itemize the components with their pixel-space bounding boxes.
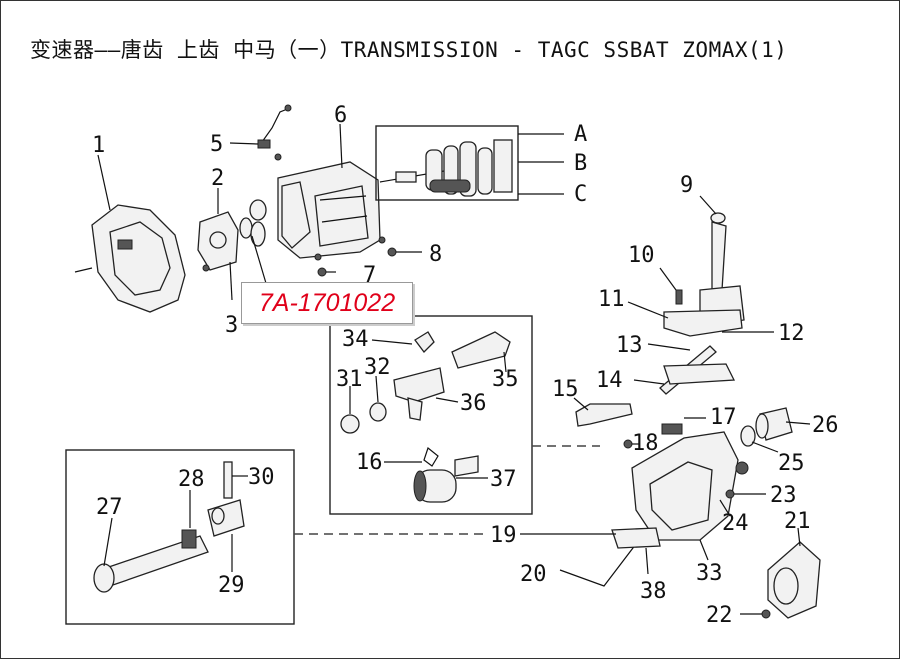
gear-shift-lever-assembly — [627, 195, 774, 395]
label-33: 33 — [696, 561, 723, 586]
label-36: 36 — [460, 391, 487, 416]
label-9: 9 — [680, 173, 693, 198]
label-14: 14 — [596, 368, 623, 393]
part-number-text: 7A-1701022 — [258, 289, 396, 317]
bolts-7-8 — [314, 236, 422, 277]
diagram-title: 变速器——唐齿 上齿 中马（一）TRANSMISSION - TAGC SSBA… — [30, 38, 788, 62]
label-35: 35 — [492, 367, 519, 392]
label-1: 1 — [92, 133, 105, 158]
label-22: 22 — [706, 603, 733, 628]
label-25: 25 — [778, 451, 805, 476]
label-21: 21 — [784, 509, 811, 534]
label-B: B — [574, 151, 587, 176]
label-13: 13 — [616, 333, 643, 358]
extension-housing-part — [631, 407, 811, 561]
speed-sensor-part — [229, 104, 292, 161]
transmission-case-part — [277, 123, 381, 259]
label-2: 2 — [211, 166, 224, 191]
label-27: 27 — [96, 495, 123, 520]
shift-fork-assembly — [329, 315, 533, 515]
label-10: 10 — [628, 243, 655, 268]
label-17: 17 — [710, 405, 737, 430]
bell-housing-part — [74, 154, 186, 313]
label-8: 8 — [429, 242, 442, 267]
label-C: C — [574, 182, 587, 207]
label-23: 23 — [770, 483, 797, 508]
gear-shaft-assembly — [375, 125, 564, 201]
label-11: 11 — [598, 287, 625, 312]
label-26: 26 — [812, 413, 839, 438]
label-6: 6 — [334, 103, 347, 128]
front-cover-part — [197, 188, 239, 301]
label-18: 18 — [632, 431, 659, 456]
clutch-fork-parts — [520, 527, 661, 587]
label-29: 29 — [218, 573, 245, 598]
label-32: 32 — [364, 355, 391, 380]
label-37: 37 — [490, 467, 517, 492]
label-38: 38 — [640, 579, 667, 604]
label-30: 30 — [248, 465, 275, 490]
part-number-callout: 7A-1701022 — [241, 282, 413, 324]
label-34: 34 — [342, 327, 369, 352]
label-7: 7 — [363, 263, 376, 288]
shift-shaft-assembly — [65, 449, 295, 625]
label-15: 15 — [552, 377, 579, 402]
shift-link-parts — [573, 397, 706, 449]
label-31: 31 — [336, 367, 363, 392]
label-24: 24 — [722, 511, 749, 536]
label-3: 3 — [225, 313, 238, 338]
label-5: 5 — [210, 132, 223, 157]
label-16: 16 — [356, 450, 383, 475]
label-19: 19 — [490, 523, 517, 548]
label-12: 12 — [778, 321, 805, 346]
label-A: A — [574, 122, 587, 147]
label-28: 28 — [178, 467, 205, 492]
seal-rings-part — [239, 199, 269, 291]
rear-housing-part — [740, 527, 821, 619]
label-20: 20 — [520, 562, 547, 587]
